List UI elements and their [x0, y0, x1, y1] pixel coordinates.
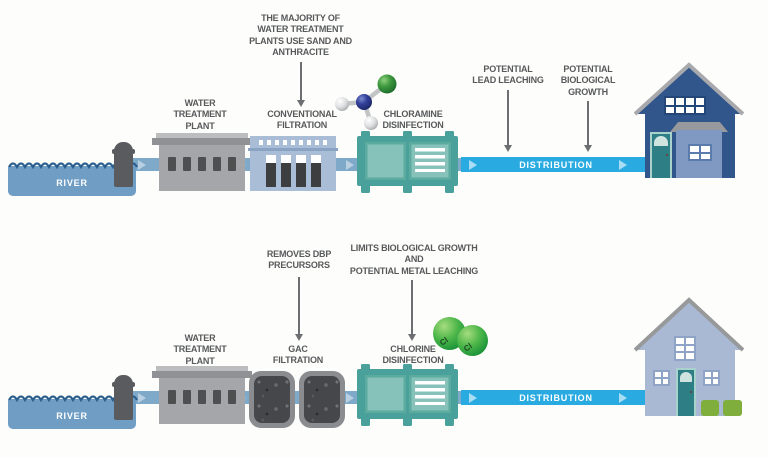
river-label-bottom: RIVER	[56, 410, 88, 421]
upper-window	[664, 96, 706, 115]
flow-arrow-icon	[469, 392, 477, 403]
flow-arrow-icon	[346, 392, 354, 403]
roof	[634, 297, 744, 352]
chlorine-atom-label: Cl	[462, 341, 474, 354]
plant-body	[159, 378, 245, 424]
filtration-vents	[250, 136, 336, 148]
callout-limits-growth: LIMITS BIOLOGICAL GROWTH AND POTENTIAL M…	[349, 243, 479, 276]
plant-cornice	[152, 371, 252, 378]
filtration-ledge	[248, 148, 338, 151]
plant-label-top: WATER TREATMENT PLANT	[173, 98, 227, 131]
flow-arrow-icon	[138, 159, 146, 170]
filtration-body	[250, 151, 336, 191]
chloramine-molecule-icon	[335, 74, 397, 130]
left-window	[653, 370, 670, 386]
awning	[670, 122, 728, 132]
distribution-pipe: DISTRIBUTION	[461, 157, 651, 172]
front-door	[650, 132, 672, 178]
treatment-plant-icon	[152, 133, 252, 191]
plant-cornice	[152, 138, 252, 145]
chlorine-tank-icon	[357, 364, 458, 426]
flow-arrow-icon	[469, 159, 477, 170]
flow-arrow-icon	[619, 159, 627, 170]
disinfection-label-bottom: CHLORINE DISINFECTION	[382, 344, 444, 366]
right-window	[703, 370, 720, 386]
chlorine-molecule-icon: Cl	[457, 325, 488, 356]
filtration-label-bottom: GAC FILTRATION	[272, 344, 324, 366]
plant-body	[159, 145, 245, 191]
filtration-label-top: CONVENTIONAL FILTRATION	[267, 109, 337, 131]
annotation-lead-leaching: POTENTIAL LEAD LEACHING	[472, 64, 544, 86]
flow-arrow-icon	[619, 392, 627, 403]
house-light-icon	[634, 296, 750, 422]
front-door	[676, 368, 696, 416]
chloramine-tank-icon	[357, 131, 458, 193]
bush-icon	[701, 400, 719, 416]
distribution-label-bottom: DISTRIBUTION	[519, 392, 593, 403]
down-arrow-icon	[297, 62, 305, 107]
down-arrow-icon	[295, 277, 303, 341]
river-label-top: RIVER	[56, 177, 88, 188]
plant-roof	[156, 366, 248, 371]
gable-window	[674, 336, 696, 361]
flow-arrow-icon	[138, 392, 146, 403]
plant-roof	[156, 133, 248, 138]
flow-arrow-icon	[346, 159, 354, 170]
down-arrow-icon	[408, 280, 416, 341]
distribution-label-top: DISTRIBUTION	[519, 159, 593, 170]
gac-filter-icon	[249, 371, 295, 428]
down-arrow-icon	[584, 101, 592, 152]
disinfection-label-top: CHLORAMINE DISINFECTION	[382, 109, 444, 131]
gac-filter-icon	[299, 371, 345, 428]
bush-icon	[723, 400, 742, 416]
pump-icon	[112, 142, 135, 187]
plant-label-bottom: WATER TREATMENT PLANT	[173, 333, 227, 366]
callout-sand-anthracite: THE MAJORITY OF WATER TREATMENT PLANTS U…	[249, 13, 352, 57]
pump-icon	[112, 375, 135, 420]
distribution-pipe: DISTRIBUTION	[461, 390, 651, 405]
conventional-filtration-icon	[248, 136, 338, 191]
roof	[634, 62, 744, 116]
down-arrow-icon	[504, 90, 512, 152]
annex-window	[688, 144, 712, 161]
callout-dbp-precursors: REMOVES DBP PRECURSORS	[266, 249, 332, 271]
treatment-plant-icon	[152, 366, 252, 424]
house-dark-icon	[634, 62, 746, 178]
chlorine-atom-label: Cl	[438, 335, 450, 348]
annotation-biological-growth: POTENTIAL BIOLOGICAL GROWTH	[560, 64, 616, 97]
